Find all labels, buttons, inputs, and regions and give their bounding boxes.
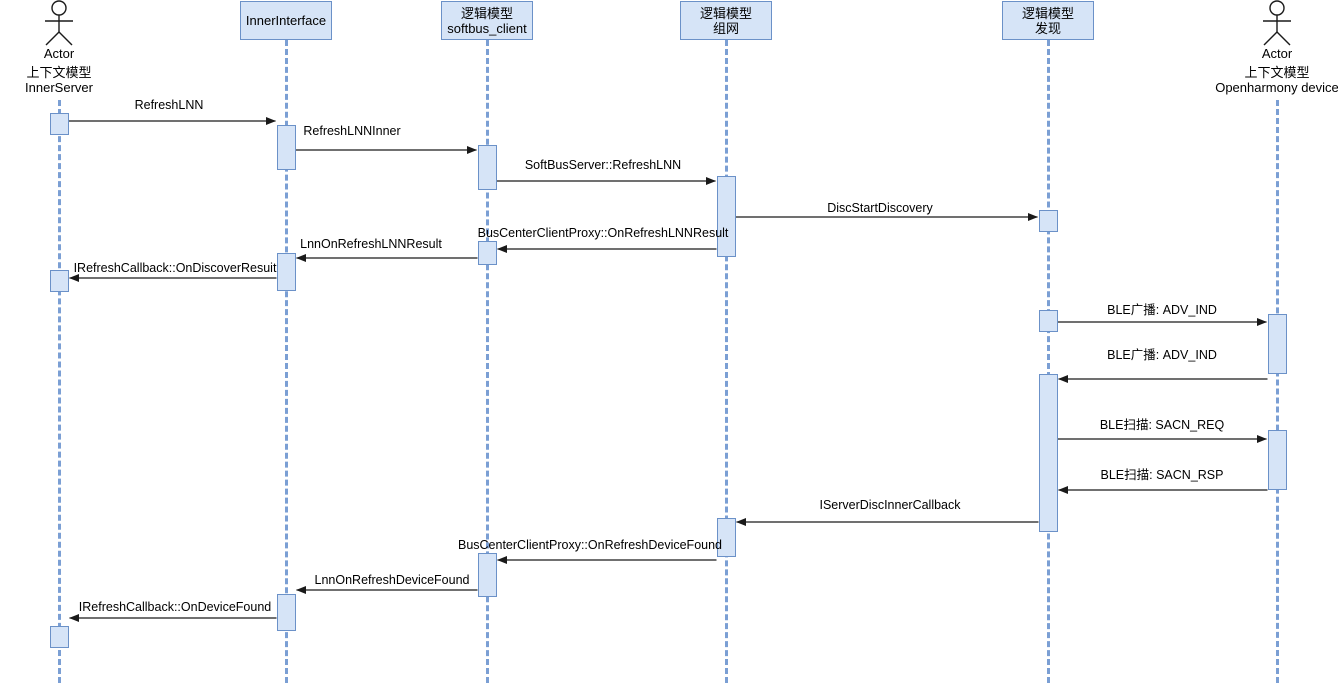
message-label-m15: IRefreshCallback::OnDeviceFound	[78, 600, 272, 614]
activation-bar-openharmony_device	[1267, 430, 1287, 490]
activation-bar-softbus_client	[477, 145, 497, 190]
lifeline-inner_server	[58, 100, 61, 683]
lifeline-networking	[725, 40, 728, 683]
lifeline-inner_interface	[285, 40, 288, 683]
activation-bar-softbus_client	[477, 553, 497, 597]
message-label-m2: RefreshLNNInner	[303, 124, 401, 138]
activation-bar-networking	[716, 176, 736, 257]
activation-bar-inner_server	[49, 113, 69, 135]
message-label-m11: BLE扫描: SACN_RSP	[1100, 468, 1224, 482]
actor-figure-openharmony_device	[1255, 0, 1299, 51]
message-label-m7: IRefreshCallback::OnDiscoverResuit	[73, 261, 277, 275]
message-label-m14: LnnOnRefreshDeviceFound	[314, 573, 470, 587]
participant-box-networking: 逻辑模型 组网	[680, 1, 772, 40]
activation-bar-inner_interface	[276, 594, 296, 631]
message-label-m3: SoftBusServer::RefreshLNN	[524, 158, 682, 172]
activation-bar-softbus_client	[477, 241, 497, 265]
activation-bar-inner_server	[49, 270, 69, 292]
activation-bar-inner_interface	[276, 125, 296, 170]
message-label-m6: LnnOnRefreshLNNResult	[300, 237, 442, 251]
activation-bar-discovery	[1038, 374, 1058, 532]
activation-bar-networking	[716, 518, 736, 557]
activation-bar-inner_interface	[276, 253, 296, 291]
activation-bar-openharmony_device	[1267, 314, 1287, 374]
participant-box-softbus_client: 逻辑模型 softbus_client	[441, 1, 533, 40]
actor-caption-inner_server: 上下文模型 InnerServer	[25, 65, 93, 95]
actor-figure-inner_server	[37, 0, 81, 51]
message-label-m5: BusCenterClientProxy::OnRefreshLNNResult	[477, 226, 729, 240]
message-label-m1: RefreshLNN	[134, 98, 204, 112]
participant-box-discovery: 逻辑模型 发现	[1002, 1, 1094, 40]
message-label-m13: BusCenterClientProxy::OnRefreshDeviceFou…	[457, 538, 723, 552]
participant-box-inner_interface: InnerInterface	[240, 1, 332, 40]
lifeline-discovery	[1047, 40, 1050, 683]
actor-label-openharmony_device: Actor	[1261, 46, 1293, 61]
message-label-m8: BLE广播: ADV_IND	[1107, 303, 1217, 317]
lifeline-softbus_client	[486, 40, 489, 683]
message-label-m4: DiscStartDiscovery	[827, 201, 933, 215]
activation-bar-discovery	[1038, 210, 1058, 232]
actor-label-inner_server: Actor	[43, 46, 75, 61]
actor-caption-openharmony_device: 上下文模型 Openharmony device	[1215, 65, 1338, 95]
activation-bar-inner_server	[49, 626, 69, 648]
activation-bar-discovery	[1038, 310, 1058, 332]
message-label-m10: BLE扫描: SACN_REQ	[1099, 418, 1225, 432]
message-label-m9: BLE广播: ADV_IND	[1107, 348, 1217, 362]
message-label-m12: IServerDiscInnerCallback	[819, 498, 961, 512]
lifeline-openharmony_device	[1276, 100, 1279, 683]
